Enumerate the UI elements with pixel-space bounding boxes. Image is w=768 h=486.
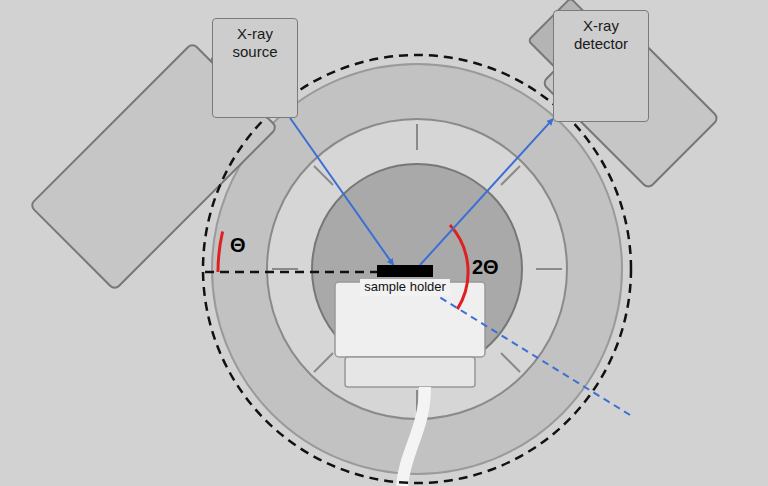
beam-extension — [420, 285, 630, 415]
tick — [416, 124, 418, 150]
detector-box: X-ray detector — [553, 10, 649, 122]
two-theta-arc — [450, 225, 468, 309]
theta-arc — [218, 232, 223, 273]
x-ray-beam — [290, 118, 393, 265]
tick — [314, 353, 333, 372]
tick — [536, 268, 562, 270]
sample-holder: sample holder — [352, 265, 458, 298]
tick — [501, 353, 520, 372]
tick — [501, 166, 520, 185]
angle-label: Θ — [230, 234, 246, 257]
horizontal-reference — [205, 271, 392, 274]
node-text: sample holder — [360, 279, 450, 296]
detector-housing — [514, 0, 719, 189]
tick — [272, 268, 298, 270]
x-ray-beam — [420, 119, 553, 265]
stage-base — [345, 357, 475, 387]
angle-label: 2Θ — [472, 256, 499, 279]
scale-ticks — [272, 124, 562, 414]
node-text: X-ray detector — [560, 17, 642, 53]
source-box: X-ray source — [212, 18, 298, 118]
source-housing — [30, 7, 313, 290]
cable — [402, 387, 425, 486]
node-text: X-ray source — [219, 25, 291, 61]
goniometer-ring — [267, 119, 567, 419]
sample-bar — [377, 265, 433, 277]
